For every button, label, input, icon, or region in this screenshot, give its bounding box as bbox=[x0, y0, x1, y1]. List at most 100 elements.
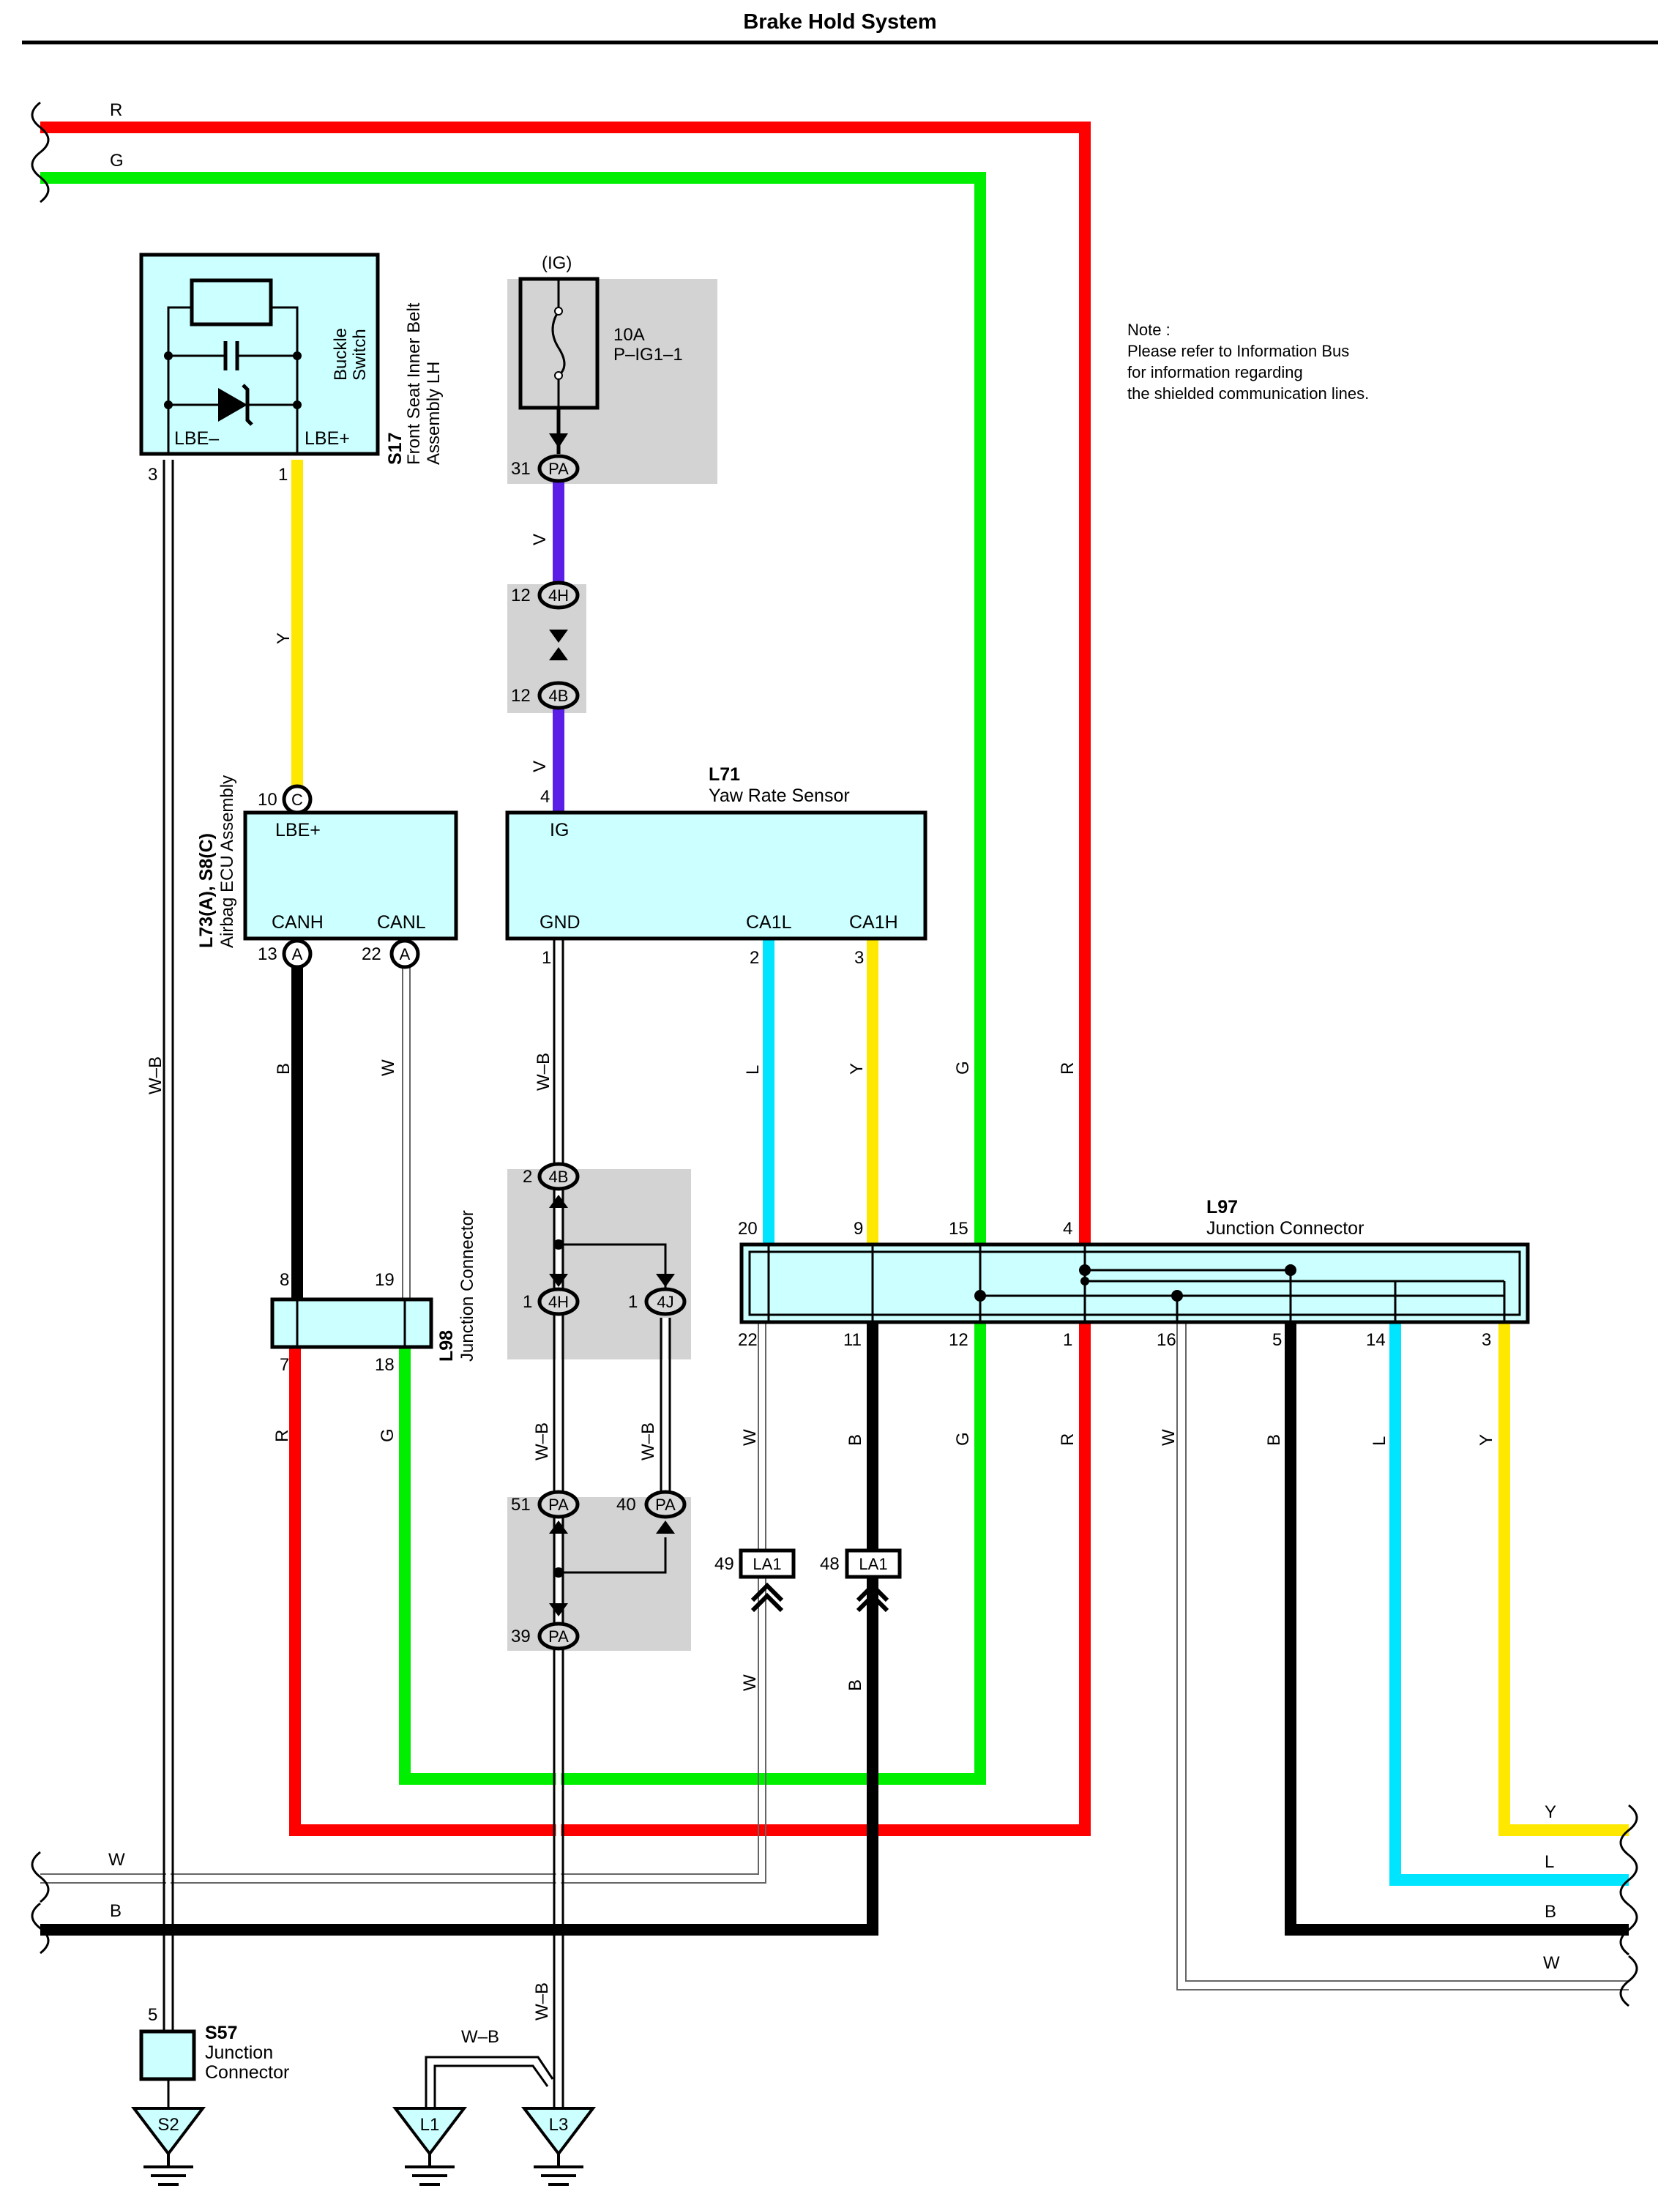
conn-pa: PA bbox=[655, 1496, 676, 1514]
pin-numbers: 3 1 31 12 12 4 10 13 22 1 2 3 2 1 1 8 19… bbox=[148, 459, 1491, 2025]
pin: 31 bbox=[511, 459, 531, 479]
ground-label: L3 bbox=[549, 2115, 569, 2135]
pin: 4 bbox=[1063, 1219, 1072, 1239]
wire-label: Y bbox=[1545, 1802, 1556, 1822]
note-line: for information regarding bbox=[1127, 363, 1303, 381]
s57-junction-box bbox=[139, 2029, 196, 2081]
s17-pin-right: LBE+ bbox=[305, 428, 350, 449]
l97-code: L97 bbox=[1206, 1197, 1238, 1217]
wire-w-out bbox=[1176, 1322, 1629, 1990]
s57-name: Junction bbox=[205, 2042, 273, 2063]
splice-arrows bbox=[549, 630, 675, 1616]
s17-code: S17 bbox=[385, 433, 406, 465]
wire-label: Y bbox=[274, 633, 294, 644]
wire-wb-s17 bbox=[163, 460, 174, 2031]
pin: 12 bbox=[511, 686, 531, 706]
pin: 49 bbox=[714, 1554, 734, 1574]
wire-wb-l1 bbox=[425, 2056, 554, 2108]
conn-4b: 4B bbox=[549, 687, 569, 705]
wire-label: B bbox=[110, 1901, 122, 1921]
wire-l-out bbox=[1389, 1322, 1629, 1886]
note-line: Please refer to Information Bus bbox=[1127, 342, 1350, 360]
wire-label: Y bbox=[847, 1063, 867, 1075]
wire-label: B bbox=[845, 1434, 865, 1446]
pin: 51 bbox=[511, 1495, 531, 1515]
wire-wb-4j bbox=[660, 1318, 671, 1515]
pin: 15 bbox=[949, 1219, 968, 1239]
wire-r-main bbox=[40, 122, 1091, 1836]
l98-code: L98 bbox=[436, 1330, 457, 1362]
s17-name: Front Seat Inner Belt bbox=[404, 302, 424, 465]
pin: 1 bbox=[278, 465, 288, 485]
wire-labels-vertical: Y V V W–B B W W–B L Y G R R G W–B W–B W … bbox=[146, 534, 1496, 2021]
wire-label: W bbox=[378, 1059, 398, 1076]
pin: 22 bbox=[362, 944, 381, 964]
conn-4b: 4B bbox=[549, 1168, 569, 1186]
pin: 40 bbox=[616, 1495, 636, 1515]
yaw-pin-ca1l: CA1L bbox=[746, 912, 792, 933]
conn-pa: PA bbox=[548, 1627, 569, 1646]
fuse-component bbox=[518, 277, 600, 454]
conn-a: A bbox=[292, 945, 303, 963]
wire-label: W–B bbox=[532, 1422, 552, 1460]
conn-la1: LA1 bbox=[859, 1555, 887, 1573]
yaw-sensor-box bbox=[505, 810, 927, 941]
wire-label: B bbox=[1264, 1434, 1284, 1446]
airbag-code: L73(A), S8(C) bbox=[196, 833, 217, 948]
pin: 2 bbox=[523, 1167, 532, 1187]
s57-name: Connector bbox=[205, 2062, 289, 2083]
pin: 1 bbox=[1063, 1330, 1072, 1350]
right-wire-breaks bbox=[1619, 1804, 1638, 2007]
pin: 14 bbox=[1366, 1330, 1386, 1350]
pin: 5 bbox=[148, 2005, 157, 2025]
wire-label: V bbox=[530, 534, 550, 545]
pin: 48 bbox=[820, 1554, 840, 1574]
wire-label: B bbox=[274, 1063, 294, 1075]
wire-y-out bbox=[1498, 1322, 1629, 1836]
wire-label: Y bbox=[1476, 1434, 1496, 1446]
airbag-ecu-box bbox=[243, 810, 458, 941]
l98-name: Junction Connector bbox=[458, 1210, 477, 1362]
wire-label: W–B bbox=[461, 2027, 499, 2047]
yaw-pin-ca1h: CA1H bbox=[849, 912, 898, 933]
ground-symbols bbox=[130, 2107, 597, 2186]
conn-la1: LA1 bbox=[753, 1555, 781, 1573]
airbag-pin-canh: CANH bbox=[272, 912, 324, 933]
wire-b-la1 bbox=[40, 1322, 878, 1936]
s17-switch-label: Buckle bbox=[331, 328, 351, 381]
airbag-pin-canl: CANL bbox=[377, 912, 426, 933]
wire-label: W–B bbox=[534, 1053, 553, 1091]
pin: 8 bbox=[280, 1270, 289, 1290]
airbag-name: Airbag ECU Assembly bbox=[217, 775, 237, 948]
wire-w-la1 bbox=[40, 1322, 766, 1884]
pin: 10 bbox=[258, 790, 277, 810]
conn-pa: PA bbox=[548, 460, 569, 478]
note-line: the shielded communication lines. bbox=[1127, 384, 1370, 403]
ground-label: L1 bbox=[420, 2115, 440, 2135]
pin: 5 bbox=[1272, 1330, 1282, 1350]
wire-label: L bbox=[1370, 1436, 1389, 1446]
pin: 1 bbox=[628, 1292, 638, 1312]
wire-label: W bbox=[1543, 1953, 1560, 1973]
wire-w-canl bbox=[402, 963, 411, 1299]
pin: 1 bbox=[542, 948, 551, 968]
yaw-code: L71 bbox=[709, 764, 740, 785]
l97-junction-box bbox=[739, 1242, 1530, 1324]
fuse-area bbox=[507, 279, 717, 484]
wire-label: L bbox=[1545, 1852, 1554, 1872]
wire-label: W bbox=[108, 1850, 125, 1870]
wire-label: B bbox=[845, 1679, 865, 1691]
pin: 7 bbox=[280, 1355, 289, 1375]
yaw-pin-gnd: GND bbox=[540, 912, 580, 933]
pin: 18 bbox=[375, 1355, 395, 1375]
ground-label: S2 bbox=[157, 2115, 179, 2135]
pin: 13 bbox=[258, 944, 277, 964]
conn-4h: 4H bbox=[548, 1293, 569, 1311]
pin: 12 bbox=[949, 1330, 968, 1350]
conn-4j: 4J bbox=[657, 1293, 673, 1311]
pin: 19 bbox=[375, 1270, 395, 1290]
note-line: Note : bbox=[1127, 321, 1171, 339]
pin: 3 bbox=[148, 465, 157, 485]
la1-connectors bbox=[739, 1548, 902, 1613]
